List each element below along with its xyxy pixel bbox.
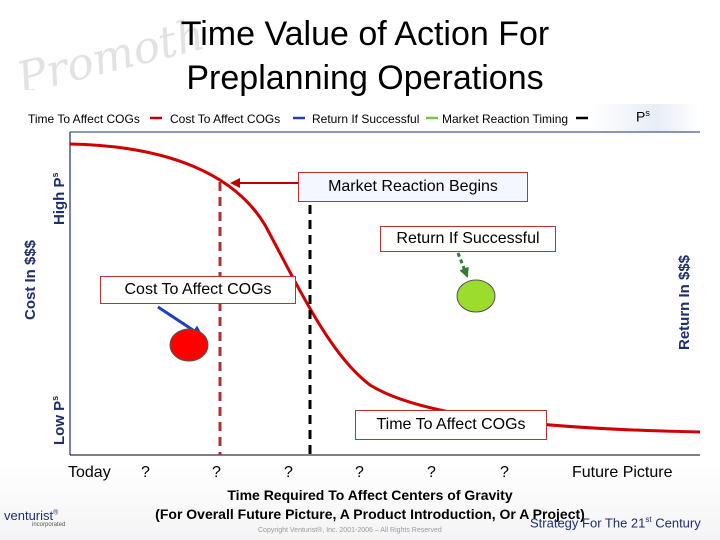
ps-label: Ps bbox=[636, 108, 650, 125]
x-label-q1: ? bbox=[141, 464, 150, 481]
legend-highlight bbox=[590, 104, 700, 132]
return-arrow bbox=[456, 252, 469, 278]
return-marker-dot bbox=[456, 279, 496, 313]
x-label-q4: ? bbox=[355, 464, 364, 481]
copyright-text: Copyright Venturist®, Inc. 2001-2006 – A… bbox=[258, 527, 442, 534]
x-label-future: Future Picture bbox=[572, 464, 673, 481]
legend-cost-label: Cost To Affect COGs bbox=[170, 112, 281, 126]
title-line-2: Preplanning Operations bbox=[186, 59, 544, 97]
return-axis-label: Return In $$$ bbox=[676, 254, 693, 350]
legend-return-label: Return If Successful bbox=[312, 112, 420, 126]
high-ps-label: High Ps bbox=[50, 172, 68, 225]
legend-time-label: Time To Affect COGs bbox=[28, 112, 140, 126]
x-label-q5: ? bbox=[427, 464, 436, 481]
x-label-q6: ? bbox=[500, 464, 509, 481]
time-callout: Time To Affect COGs bbox=[355, 410, 547, 440]
x-axis-note: Time Required To Affect Centers of Gravi… bbox=[120, 486, 620, 524]
x-label-today: Today bbox=[68, 464, 111, 481]
venturist-logo: venturist® bbox=[4, 508, 59, 523]
logo-subtext: incorporated bbox=[32, 522, 66, 528]
low-ps-label: Low Ps bbox=[50, 395, 68, 445]
legend-market-label: Market Reaction Timing bbox=[442, 112, 569, 126]
cost-axis-label: Cost In $$$ bbox=[22, 239, 39, 320]
x-note-line-2: (For Overall Future Picture, A Product I… bbox=[155, 506, 585, 522]
x-label-q3: ? bbox=[284, 464, 293, 481]
cost-callout: Cost To Affect COGs bbox=[100, 276, 296, 304]
return-callout: Return If Successful bbox=[380, 226, 556, 252]
market-reaction-callout: Market Reaction Begins bbox=[298, 172, 528, 202]
x-note-line-1: Time Required To Affect Centers of Gravi… bbox=[227, 487, 513, 503]
slide-title: Time Value of Action For Preplanning Ope… bbox=[160, 12, 570, 100]
cost-marker-dot bbox=[169, 328, 209, 362]
footer-tagline: Strategy For The 21st Century bbox=[530, 515, 701, 531]
x-label-q2: ? bbox=[212, 464, 221, 481]
title-line-1: Time Value of Action For bbox=[180, 15, 550, 53]
